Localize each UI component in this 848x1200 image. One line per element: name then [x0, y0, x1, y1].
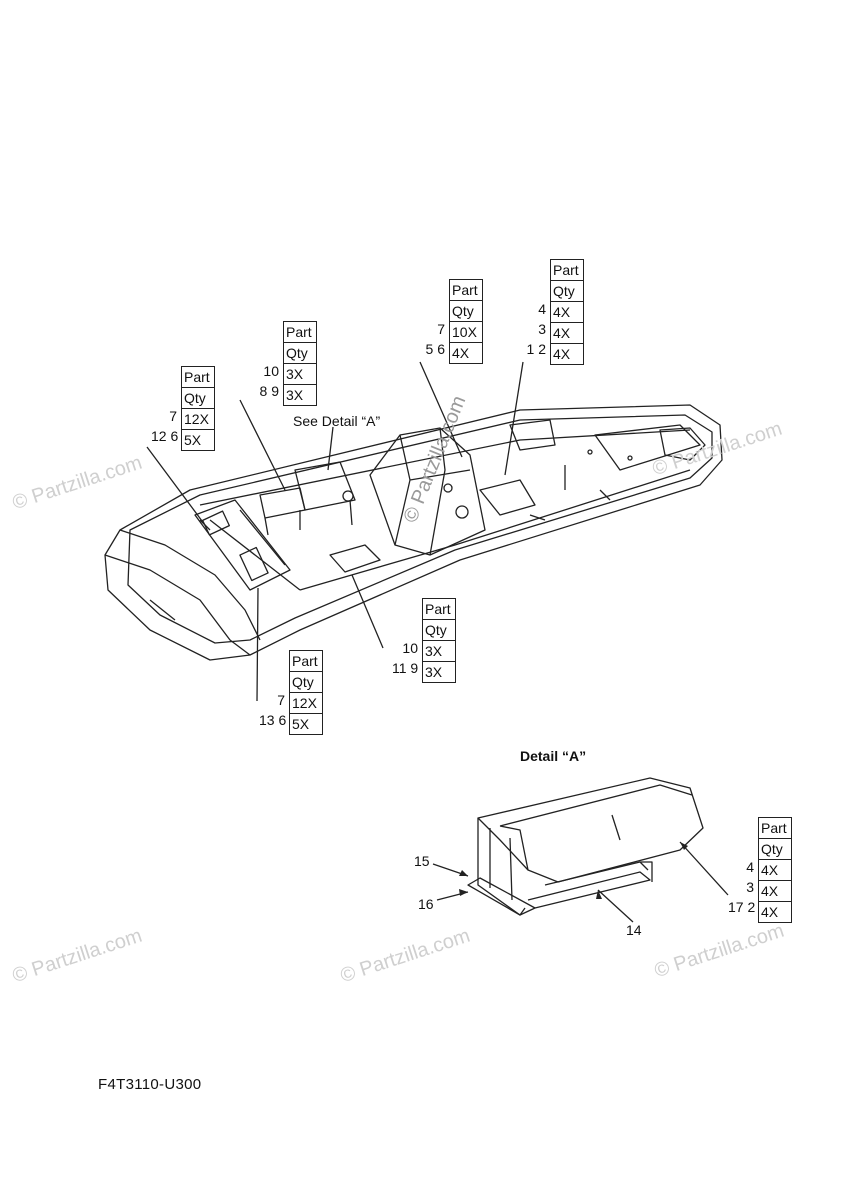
- part-numbers: 1 2: [526, 341, 546, 357]
- part-numbers-column: 7 13 6: [259, 650, 289, 735]
- qty-box-header-qty: Qty: [758, 839, 792, 860]
- quantity: 12X: [181, 409, 215, 430]
- qty-box-header-qty: Qty: [449, 301, 483, 322]
- console: [369, 427, 486, 556]
- rear-box: [194, 499, 291, 591]
- detail-seat-cushion: [477, 777, 704, 883]
- see-detail-label: See Detail “A”: [293, 413, 381, 429]
- quantity: 3X: [283, 364, 317, 385]
- quantity: 4X: [550, 302, 584, 323]
- part-numbers-column: 4 3 17 2: [728, 817, 758, 923]
- quantity: 4X: [449, 343, 483, 364]
- part-numbers: 7: [437, 321, 445, 337]
- part-numbers: 10: [263, 363, 279, 379]
- part-numbers: 11 9: [392, 660, 419, 676]
- qty-box-header-part: Part: [449, 279, 483, 301]
- callout-15: 15: [414, 853, 430, 869]
- deck-lines: [199, 429, 691, 591]
- callout-16: 16: [418, 896, 434, 912]
- qty-box-header-part: Part: [283, 321, 317, 343]
- qty-box-header-qty: Qty: [289, 672, 323, 693]
- qty-box-header-qty: Qty: [550, 281, 584, 302]
- qty-box-header-part: Part: [550, 259, 584, 281]
- quantity: 3X: [422, 641, 456, 662]
- qty-box-header-part: Part: [289, 650, 323, 672]
- part-numbers-column: 4 3 1 2: [520, 259, 550, 365]
- part-numbers: 13 6: [259, 712, 287, 728]
- quantity: 3X: [283, 385, 317, 406]
- part-numbers: 8 9: [259, 383, 279, 399]
- part-numbers-column: 7 12 6: [151, 366, 181, 451]
- hull-outline: [104, 404, 723, 661]
- quantity: 3X: [422, 662, 456, 683]
- quantity: 5X: [181, 430, 215, 451]
- seat-front: [479, 479, 536, 516]
- detail-title: Detail “A”: [520, 748, 587, 764]
- quantity: 10X: [449, 322, 483, 343]
- transom: [104, 554, 251, 656]
- qty-box-header-qty: Qty: [283, 343, 317, 364]
- qty-box-header-qty: Qty: [422, 620, 456, 641]
- qty-box-header-part: Part: [422, 598, 456, 620]
- part-numbers: 12 6: [151, 428, 179, 444]
- part-numbers: 3: [746, 879, 754, 895]
- part-numbers: 17 2: [728, 899, 756, 915]
- part-numbers: 7: [169, 408, 177, 424]
- quantity: 4X: [758, 860, 792, 881]
- diagram-code: F4T3110-U300: [98, 1076, 202, 1093]
- quantity: 4X: [758, 881, 792, 902]
- quantity: 4X: [550, 323, 584, 344]
- part-numbers-column: 10 11 9: [392, 598, 422, 683]
- leader-lines: [146, 361, 524, 702]
- qty-box-header-part: Part: [758, 817, 792, 839]
- part-numbers: 10: [402, 640, 418, 656]
- qty-box-header-qty: Qty: [181, 388, 215, 409]
- part-numbers: 5 6: [425, 341, 445, 357]
- gunwale-inner: [127, 414, 713, 644]
- part-numbers: 4: [538, 301, 546, 317]
- part-numbers: 7: [277, 692, 285, 708]
- quantity: 4X: [550, 344, 584, 365]
- cooler-box: [329, 544, 381, 573]
- qty-box-header-part: Part: [181, 366, 215, 388]
- callout-14: 14: [626, 922, 642, 938]
- quantity: 5X: [289, 714, 323, 735]
- part-numbers: 4: [746, 859, 754, 875]
- bow-deck: [594, 424, 701, 471]
- detail-seat-frame: [477, 818, 526, 916]
- quantity: 4X: [758, 902, 792, 923]
- quantity: 12X: [289, 693, 323, 714]
- part-numbers: 3: [538, 321, 546, 337]
